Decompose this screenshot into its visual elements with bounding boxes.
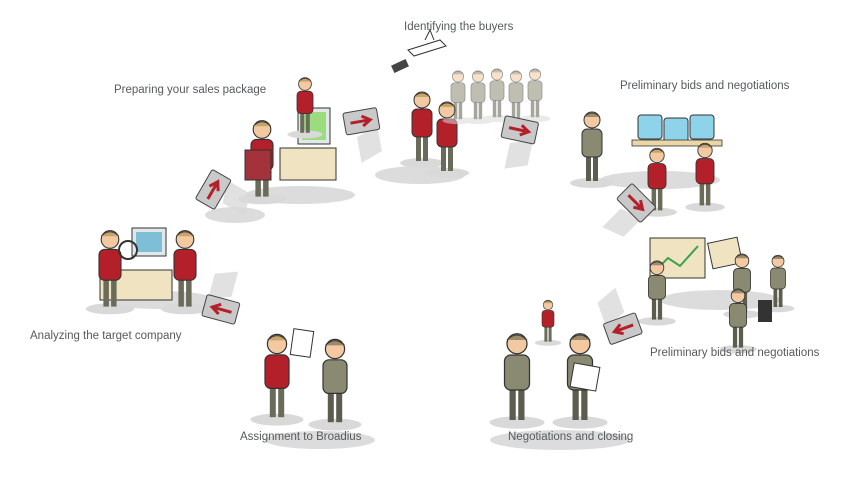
step-label-negotiations-closing: Negotiations and closing (508, 431, 634, 443)
arrow-sign-icon (493, 114, 541, 176)
step-label-identifying-buyers: Identifying the buyers (404, 21, 514, 33)
arrow-sign-icon (200, 263, 250, 326)
step-label-assignment: Assignment to Broadius (240, 431, 362, 443)
buyers-with-binoculars-icon (391, 28, 551, 179)
computer-desk-icon (237, 77, 337, 205)
presenting-boards-icon (569, 111, 726, 218)
arrow-sign-icon (341, 105, 387, 167)
handshake-assignment-icon (250, 328, 362, 432)
step-label-analyzing-target: Analyzing the target company (30, 330, 182, 342)
step-label-preliminary-bids-1: Preliminary bids and negotiations (620, 80, 790, 92)
handshake-closing-icon (488, 299, 609, 430)
arrow-sign-icon (591, 282, 645, 347)
arrow-sign-icon (593, 181, 658, 246)
analysis-meeting-icon (85, 227, 210, 315)
step-label-preliminary-bids-2: Preliminary bids and negotiations (650, 347, 820, 359)
reviewing-documents-icon (637, 236, 795, 354)
step-label-preparing-package: Preparing your sales package (114, 84, 267, 96)
